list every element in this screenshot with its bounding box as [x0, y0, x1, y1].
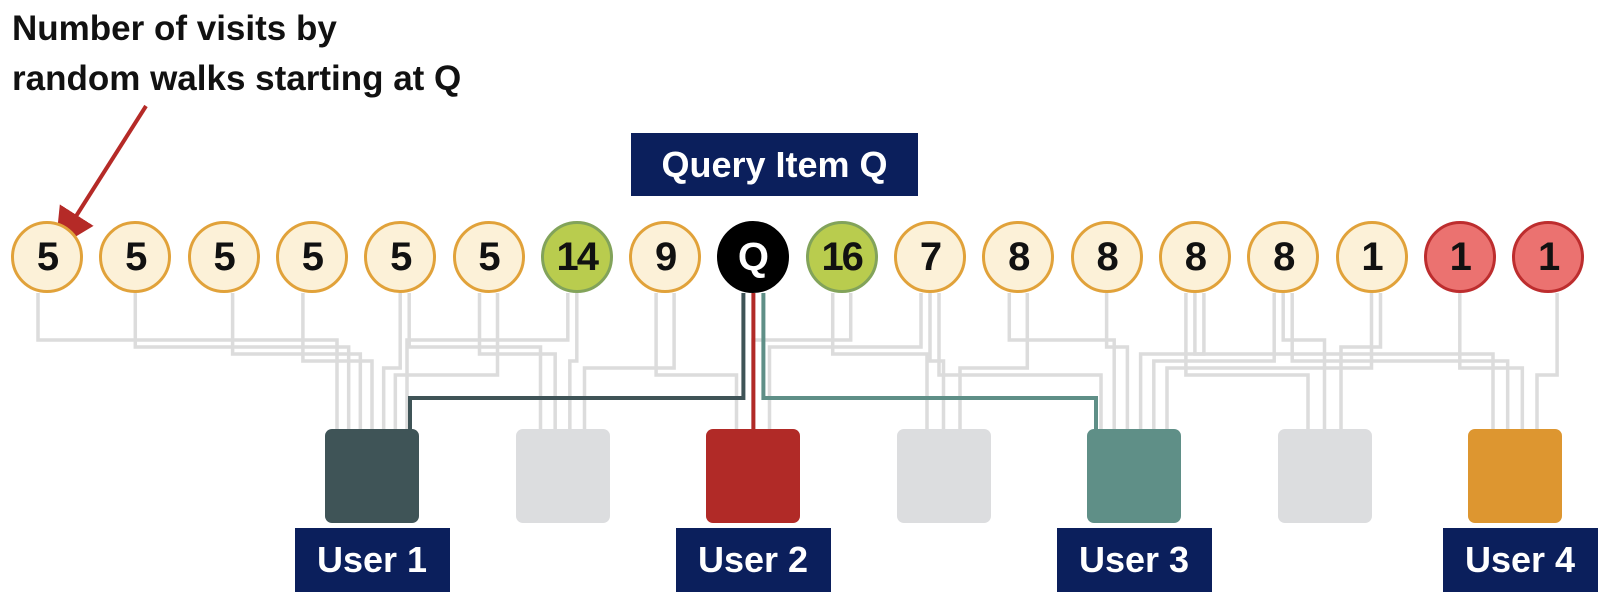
edge-line	[301, 293, 374, 429]
item-node: 5	[364, 221, 437, 293]
edge-line	[767, 293, 923, 429]
edge-line	[1458, 293, 1525, 429]
edge-line	[928, 293, 946, 429]
edge-line	[1138, 293, 1206, 429]
edge-line	[1290, 293, 1510, 429]
edge-line	[958, 293, 1030, 429]
user-label: User 3	[1056, 528, 1212, 592]
item-node: 7	[894, 221, 966, 293]
edge-line	[381, 293, 402, 429]
edge-line	[1184, 293, 1310, 429]
item-node: 1	[1512, 221, 1585, 293]
edge-line	[582, 293, 676, 429]
edge-line	[751, 293, 853, 429]
edge-line	[405, 293, 570, 429]
edge-line	[133, 293, 351, 429]
user-label: User 1	[294, 528, 450, 592]
edge-line	[937, 293, 1103, 429]
annotation-arrow	[55, 104, 148, 249]
item-node: 1	[1423, 221, 1496, 293]
user-label: User 2	[675, 528, 831, 592]
edge-line	[1193, 293, 1495, 429]
edge-line	[1165, 293, 1374, 429]
item-node: 9	[629, 221, 702, 293]
annotation-line-2: random walks starting at Q	[12, 59, 462, 98]
item-node: 5	[99, 221, 172, 293]
edge-line	[1104, 293, 1130, 429]
edge-line	[654, 293, 739, 429]
item-node: 16	[805, 221, 878, 293]
item-node: 8	[1158, 221, 1231, 293]
edge-line	[1535, 293, 1559, 429]
item-node: 14	[540, 221, 613, 293]
edge-line	[393, 293, 500, 429]
edge-line	[1152, 293, 1276, 429]
item-node: 5	[11, 221, 83, 293]
unlabeled-user-node-box	[515, 429, 610, 523]
unlabeled-user-node-box	[1277, 429, 1372, 523]
highlight-edge-line	[761, 293, 1098, 429]
highlight-edge-line	[408, 293, 746, 429]
edge-line	[1339, 293, 1383, 429]
edge-line	[1281, 293, 1327, 429]
user-node-box	[706, 429, 800, 523]
user-node-box	[1468, 429, 1562, 523]
annotation-line-1: Number of visits by	[12, 9, 337, 48]
edge-line	[568, 293, 579, 429]
item-node: 5	[275, 221, 348, 293]
edge-line	[477, 293, 557, 429]
unlabeled-user-node-box	[896, 429, 991, 523]
user-label: User 4	[1442, 528, 1598, 592]
edge-line	[407, 293, 543, 429]
user-node-box	[325, 429, 419, 523]
edge-line	[830, 293, 929, 429]
item-node: 8	[982, 221, 1055, 293]
user-node-box	[1087, 429, 1181, 523]
query-item-label: Query Item Q	[631, 133, 918, 196]
item-node: 5	[452, 221, 525, 293]
query-item-node: Q	[717, 221, 790, 293]
item-node: 8	[1247, 221, 1320, 293]
annotation-text: Number of visits by random walks startin…	[12, 4, 572, 104]
item-node: 8	[1070, 221, 1143, 293]
edge-line	[1007, 293, 1116, 429]
edge-line	[230, 293, 363, 429]
item-node: 5	[187, 221, 260, 293]
edge-line	[36, 293, 339, 429]
item-node: 1	[1335, 221, 1408, 293]
